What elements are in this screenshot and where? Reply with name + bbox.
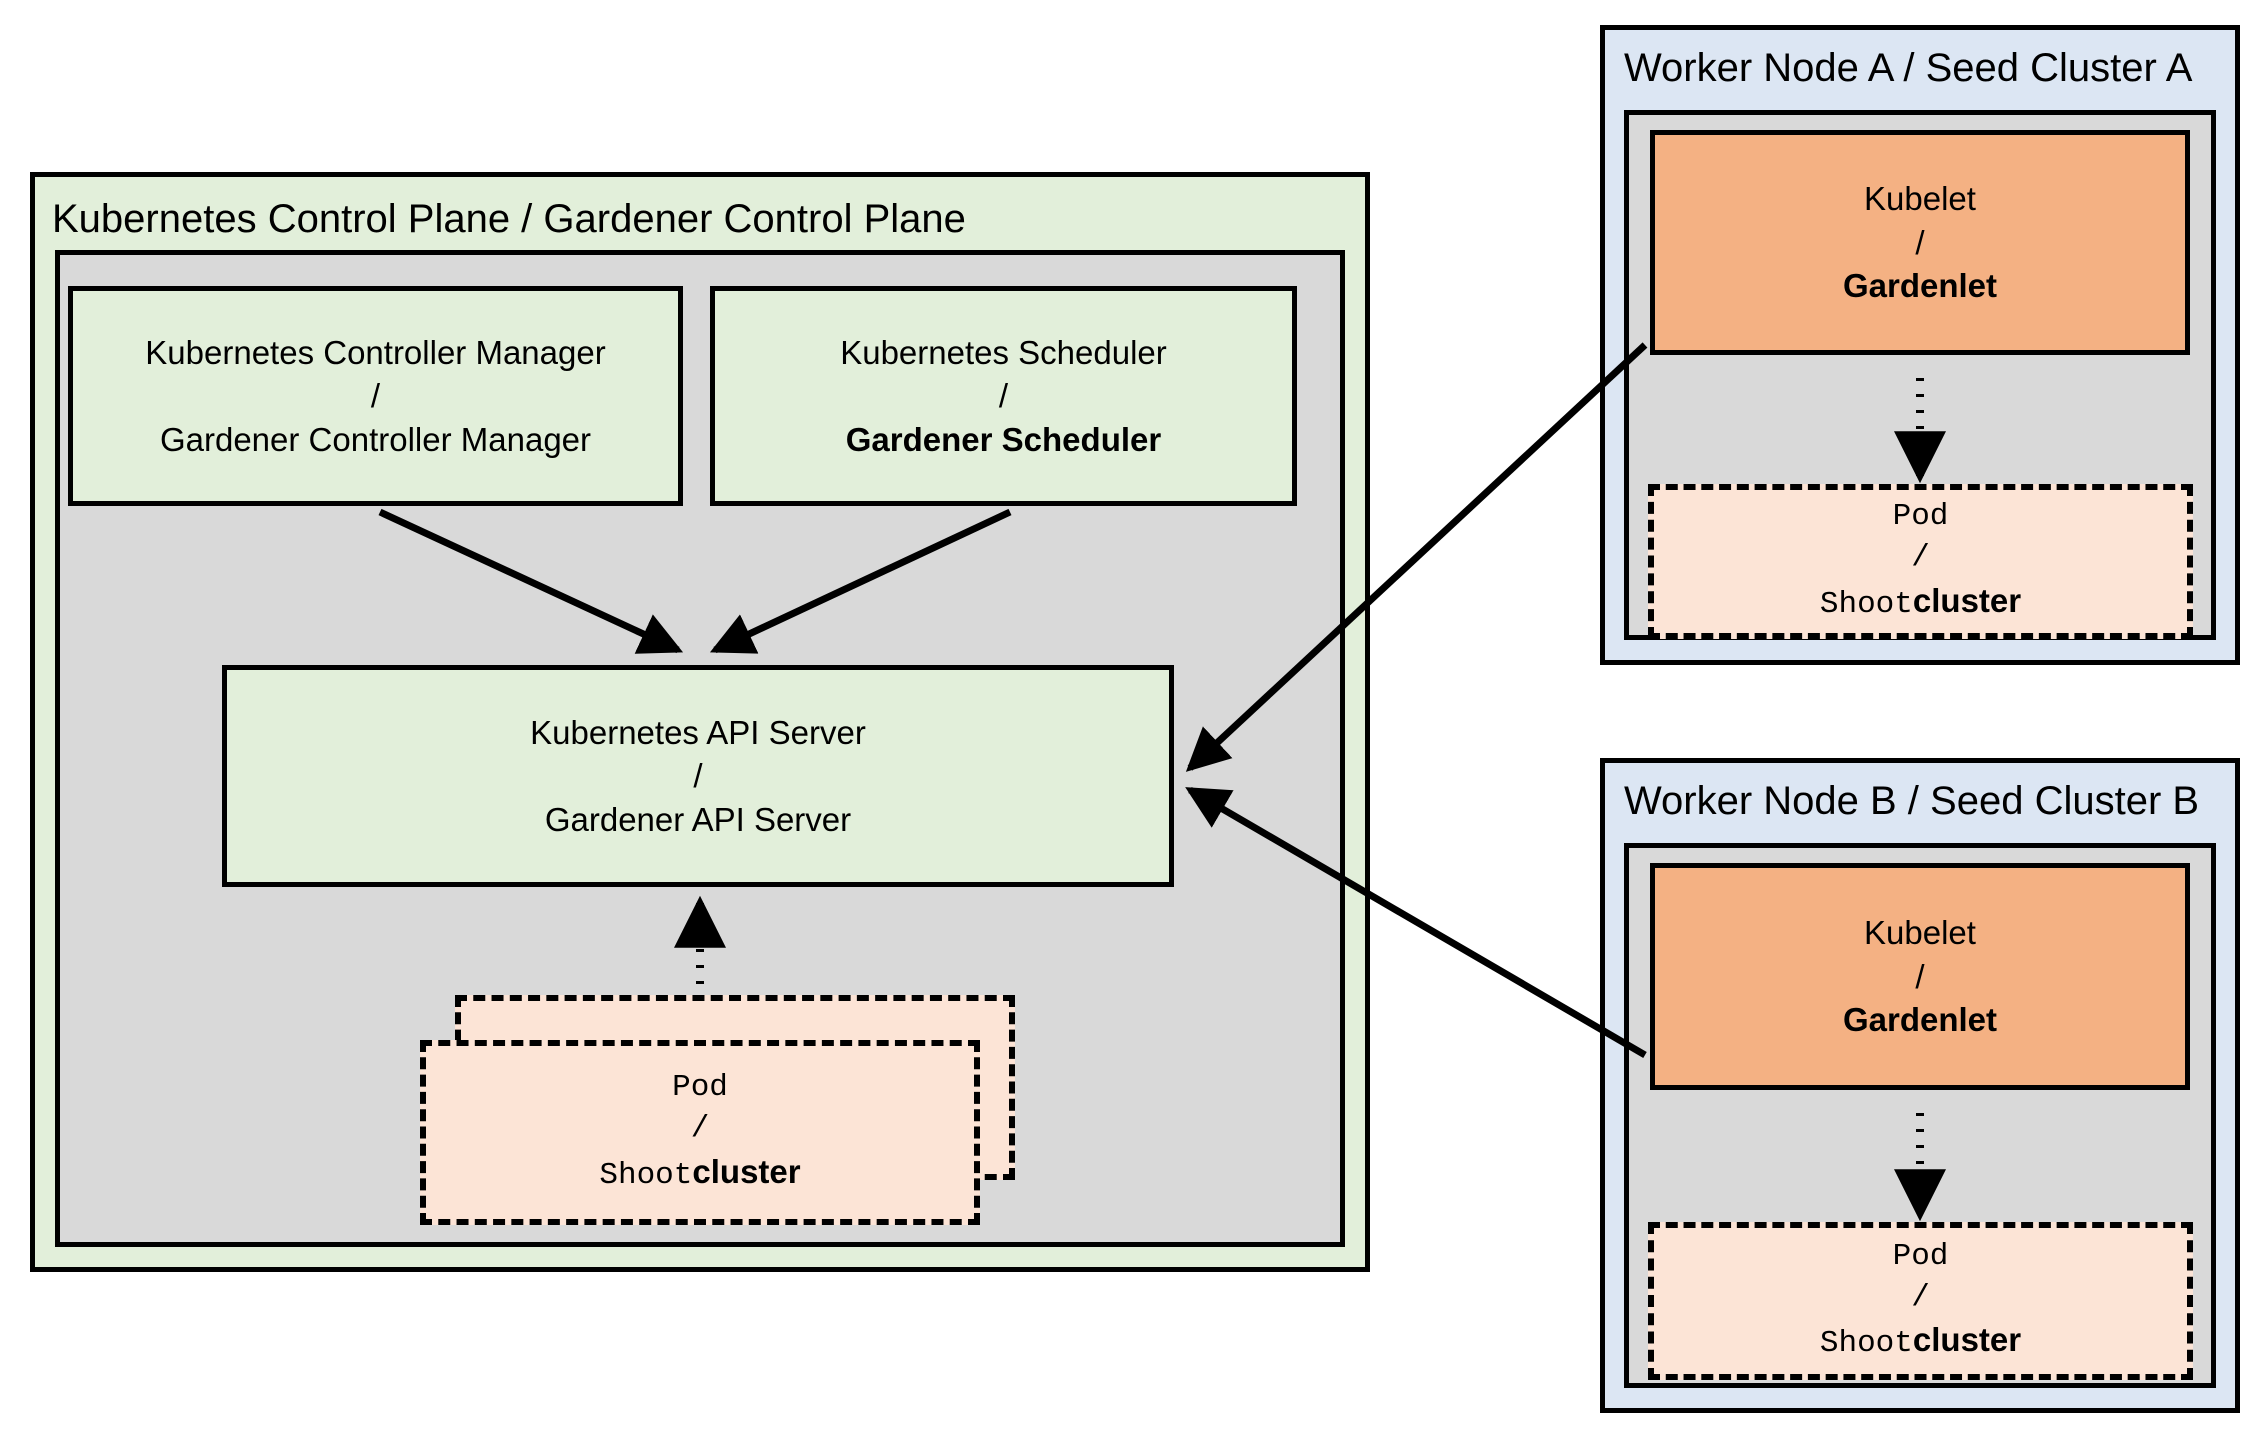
worker-a-pod-line2-mono: Shoot <box>1819 586 1913 622</box>
worker-a-pod-separator: / <box>1911 540 1930 576</box>
worker-b-pod-line2: Shootcluster <box>1820 1318 2021 1365</box>
controller-manager-line1: Kubernetes Controller Manager <box>145 333 606 371</box>
arrow-scheduler-to-api-server <box>709 508 1012 654</box>
scheduler-line2: Gardener Scheduler <box>845 420 1162 458</box>
worker-a-kubelet-separator: / <box>1915 223 1925 261</box>
control-plane-pod-line2-mono: Shoot <box>599 1157 693 1193</box>
worker-node-b-title: Worker Node B / Seed Cluster B <box>1624 779 2200 823</box>
arrow-gardenlet-a-to-api-server <box>1185 342 1648 772</box>
worker-node-b-pod-box[interactable]: Pod / Shootcluster <box>1648 1222 2193 1380</box>
kubernetes-scheduler-box[interactable]: Kubernetes Scheduler / Gardener Schedule… <box>710 286 1297 506</box>
control-plane-pod-separator: / <box>690 1111 710 1147</box>
worker-a-pod-line2-bold: cluster <box>1912 581 2022 619</box>
scheduler-line1: Kubernetes Scheduler <box>840 333 1167 371</box>
api-server-line1: Kubernetes API Server <box>530 713 866 751</box>
worker-b-pod-line1: Pod <box>1892 1238 1949 1274</box>
arrow-gardenlet-b-to-api-server <box>1185 786 1647 1059</box>
worker-b-pod-line2-mono: Shoot <box>1819 1326 1913 1362</box>
worker-b-pod-line2-bold: cluster <box>1912 1321 2022 1359</box>
worker-b-pod-separator: / <box>1911 1279 1930 1315</box>
control-plane-pod-line2-bold: cluster <box>692 1152 801 1190</box>
control-plane-pod-line1: Pod <box>672 1070 728 1106</box>
worker-b-kubelet-separator: / <box>1915 957 1925 995</box>
control-plane-title: Kubernetes Control Plane / Gardener Cont… <box>52 197 966 241</box>
kubernetes-controller-manager-box[interactable]: Kubernetes Controller Manager / Gardener… <box>68 286 683 506</box>
worker-b-gardenlet-label: Gardenlet <box>1842 1001 1998 1039</box>
worker-a-pod-line2: Shootcluster <box>1820 579 2021 626</box>
controller-manager-line2: Gardener Controller Manager <box>159 420 592 458</box>
scheduler-separator: / <box>998 377 1009 415</box>
worker-node-a-title: Worker Node A / Seed Cluster A <box>1624 46 2193 90</box>
worker-node-b-kubelet-box[interactable]: Kubelet / Gardenlet <box>1650 863 2190 1090</box>
worker-a-kubelet-line1: Kubelet <box>1864 180 1976 218</box>
api-server-line2: Gardener API Server <box>544 800 852 838</box>
worker-a-gardenlet-label: Gardenlet <box>1842 267 1998 305</box>
arrow-controller-manager-to-api-server <box>378 508 684 654</box>
control-plane-pod-line2: Shootcluster <box>599 1150 800 1197</box>
kubernetes-api-server-box[interactable]: Kubernetes API Server / Gardener API Ser… <box>222 665 1174 887</box>
worker-node-a-kubelet-box[interactable]: Kubelet / Gardenlet <box>1650 130 2190 355</box>
worker-a-pod-line1: Pod <box>1892 499 1949 535</box>
worker-node-a-pod-box[interactable]: Pod / Shootcluster <box>1648 484 2193 639</box>
control-plane-pod-box[interactable]: Pod / Shootcluster <box>420 1040 980 1225</box>
controller-manager-separator: / <box>370 377 381 415</box>
worker-b-kubelet-line1: Kubelet <box>1864 914 1976 952</box>
api-server-separator: / <box>693 757 703 795</box>
